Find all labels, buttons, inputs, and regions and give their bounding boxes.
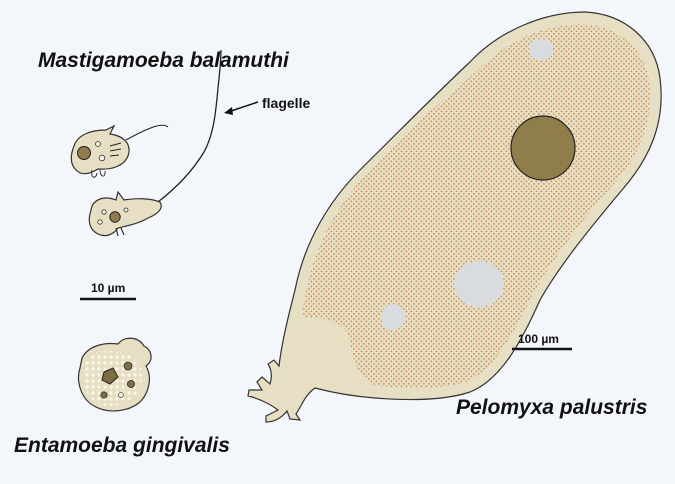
flagellum-label: flagelle (262, 95, 310, 111)
mastigamoeba-cell-lower (89, 192, 161, 236)
flagellum-arrow (228, 102, 258, 112)
pelomyxa-vacuole (529, 39, 553, 61)
pelomyxa-cell (248, 12, 661, 422)
pelomyxa-vacuole (454, 261, 504, 307)
mastigamoeba-cells (71, 50, 258, 236)
scale-label-100um: 100 µm (518, 332, 559, 346)
pelomyxa-vacuole (381, 304, 405, 330)
pelomyxa-label: Pelomyxa palustris (456, 396, 647, 419)
arrowhead-icon (224, 107, 233, 115)
entamoeba-cell (79, 338, 152, 411)
mastigamoeba-label: Mastigamoeba balamuthi (38, 49, 290, 72)
entamoeba-label: Entamoeba gingivalis (14, 434, 230, 457)
pelomyxa-nucleus (511, 116, 575, 180)
scale-label-10um: 10 µm (91, 281, 125, 295)
